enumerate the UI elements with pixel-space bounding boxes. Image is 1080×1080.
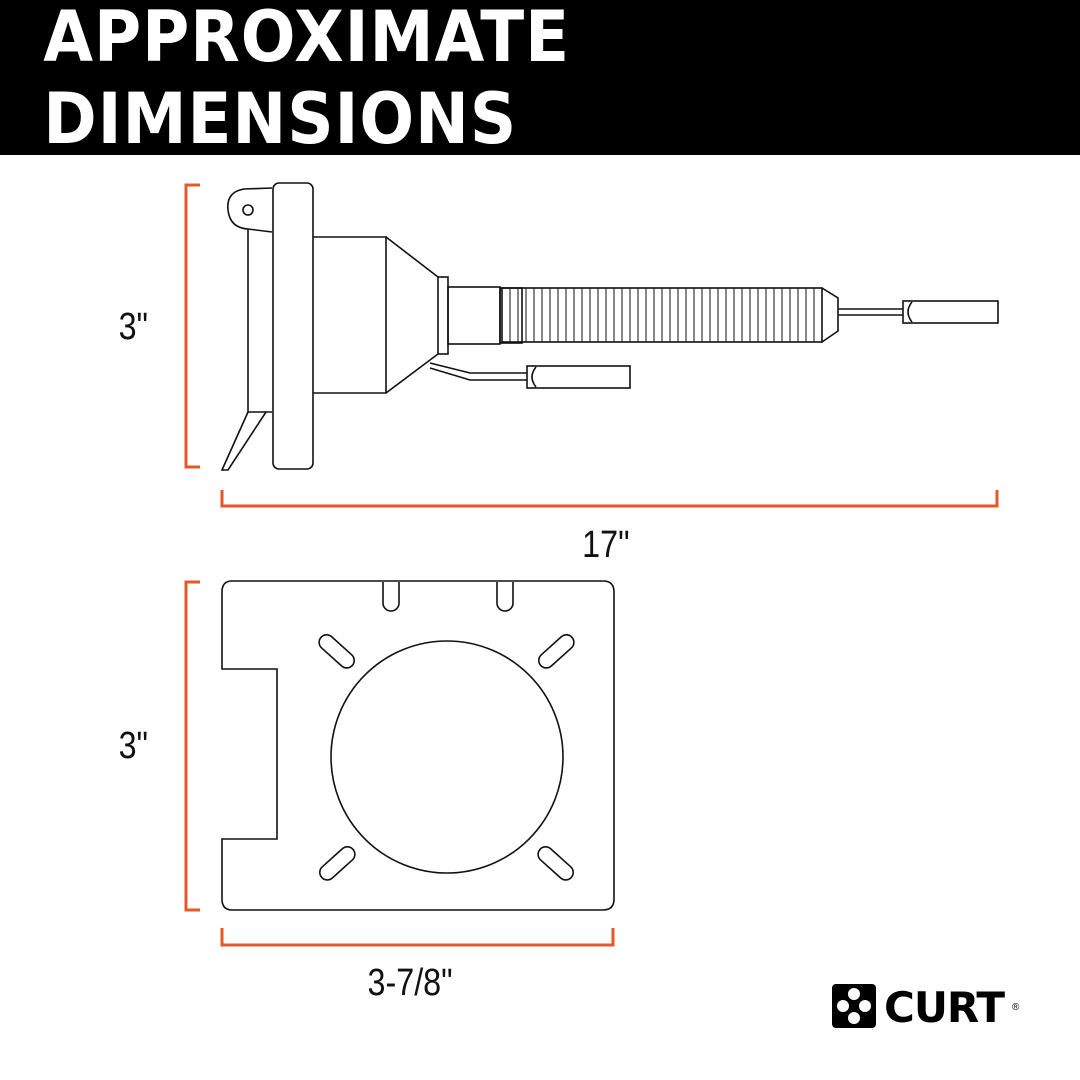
plate-width-label: 3-7/8" (367, 962, 453, 1004)
brand-name: CURT (884, 983, 1005, 1032)
title-banner: APPROXIMATE DIMENSIONS (0, 0, 1080, 160)
side-height-bracket (184, 183, 200, 469)
curt-logo: CURT ® (884, 983, 1019, 1032)
mounting-plate (221, 580, 615, 911)
side-height-label: 3" (118, 306, 149, 348)
plate-height-bracket (184, 580, 200, 912)
plate-width-bracket (220, 928, 615, 947)
sleeve-ribs (509, 288, 815, 342)
side-length-label: 17" (582, 524, 630, 566)
curt-logo-icon (832, 984, 876, 1028)
connector-side-view (220, 182, 999, 471)
registered-mark: ® (1012, 1002, 1020, 1013)
plate-height-label: 3" (118, 725, 149, 767)
page-title: APPROXIMATE DIMENSIONS (43, 0, 571, 160)
side-length-bracket (220, 490, 999, 508)
